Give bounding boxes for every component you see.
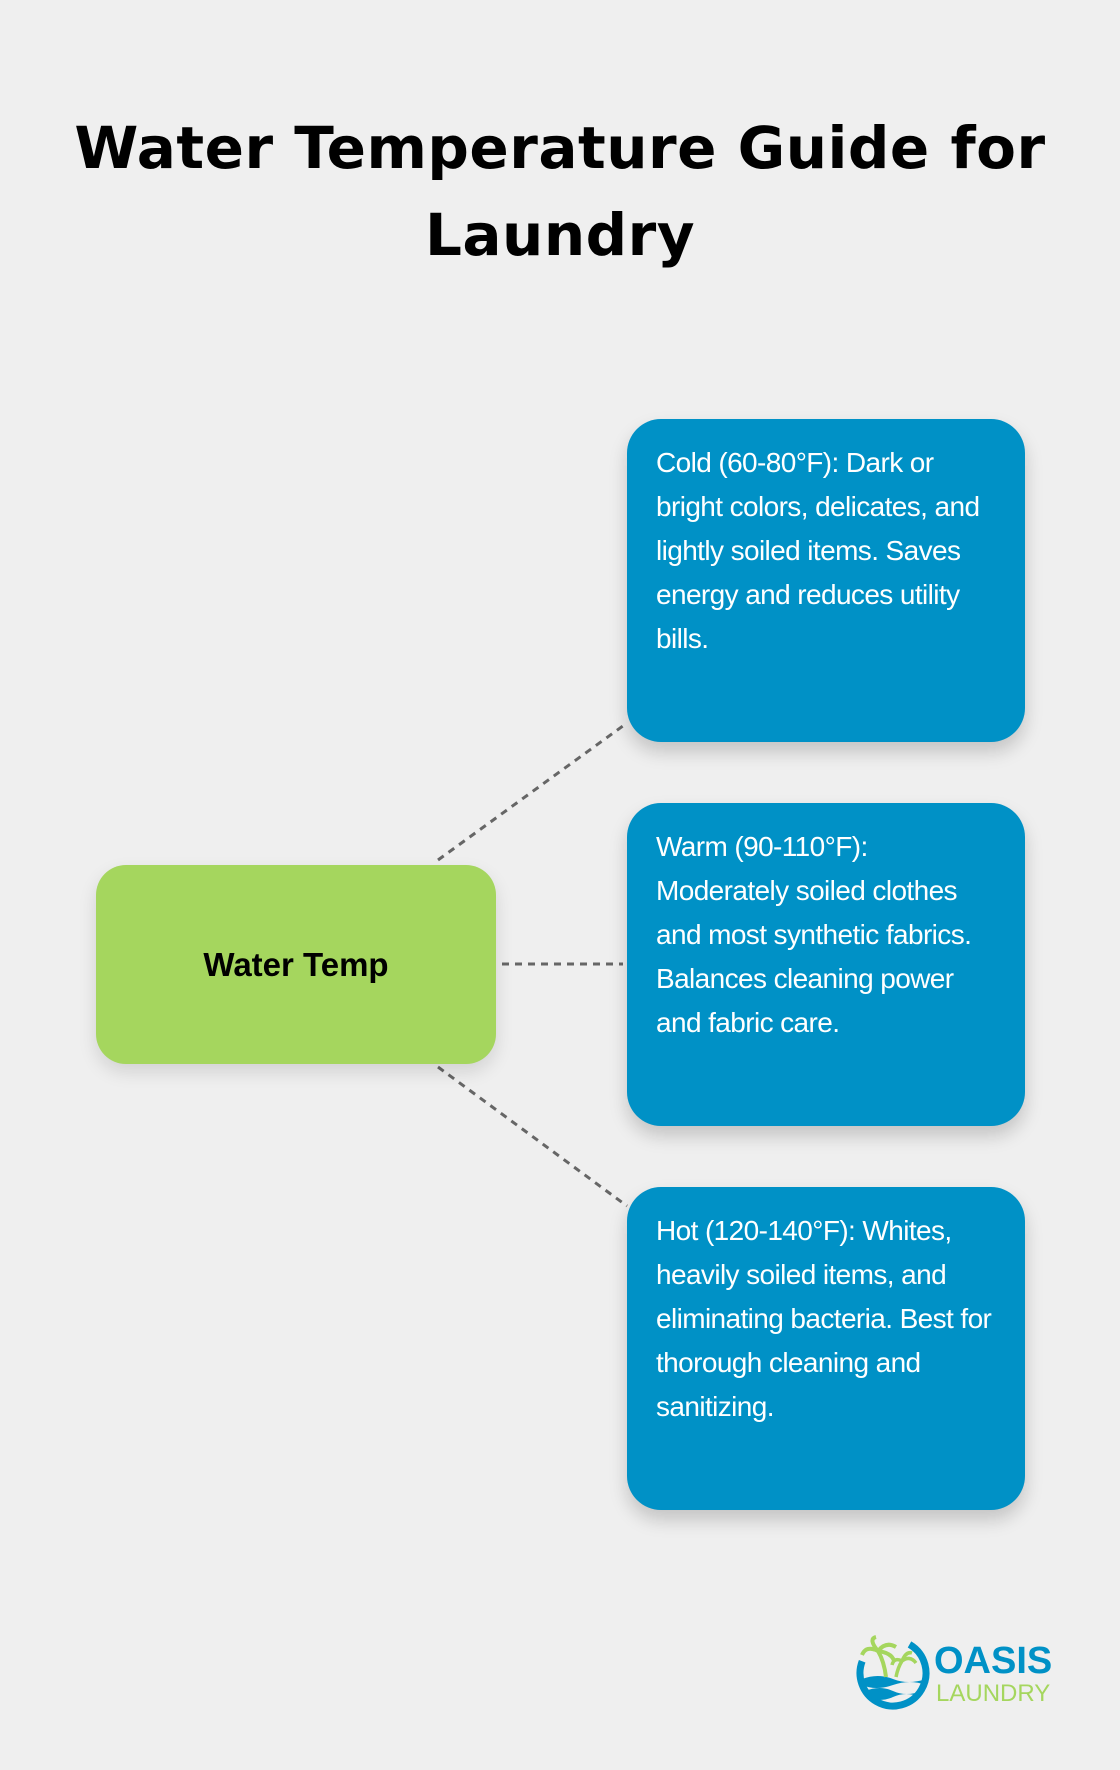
logo-text-oasis: OASIS bbox=[934, 1640, 1052, 1682]
center-node-label: Water Temp bbox=[203, 945, 389, 983]
connector-hot bbox=[437, 1065, 628, 1208]
card-hot: Hot (120-140°F): Whites, heavily soiled … bbox=[627, 1187, 1025, 1510]
connector-cold bbox=[437, 721, 628, 862]
card-cold: Cold (60-80°F): Dark or bright colors, d… bbox=[627, 419, 1025, 742]
oasis-laundry-logo: OASIS LAUNDRY bbox=[856, 1635, 1052, 1710]
logo-text-laundry: LAUNDRY bbox=[936, 1680, 1050, 1707]
center-node: Water Temp bbox=[96, 865, 496, 1064]
page-title: Water Temperature Guide for Laundry bbox=[74, 114, 1046, 269]
card-warm: Warm (90-110°F): Moderately soiled cloth… bbox=[627, 803, 1025, 1126]
